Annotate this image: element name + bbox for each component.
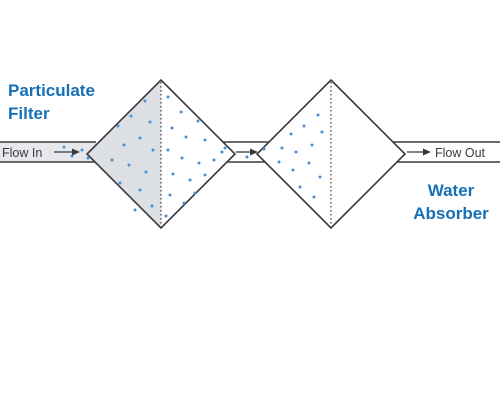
absorber-right-half xyxy=(331,80,405,228)
filter-label-line2: Filter xyxy=(8,104,50,123)
particle-dot xyxy=(245,155,249,159)
particle-dot xyxy=(129,114,133,118)
water-absorber xyxy=(255,78,407,230)
particle-dot xyxy=(86,156,90,160)
particle-dot xyxy=(118,181,122,185)
particle-dot xyxy=(203,138,207,142)
particle-dot xyxy=(138,188,142,192)
filter-left-half xyxy=(87,80,161,228)
particle-dot xyxy=(212,158,216,162)
flow-in-label: Flow In xyxy=(2,146,42,160)
particle-dot xyxy=(320,130,324,134)
particle-dot xyxy=(318,175,322,179)
particle-dot xyxy=(179,110,183,114)
particle-dot xyxy=(180,156,184,160)
particle-dot xyxy=(203,173,207,177)
absorber-label-line2: Absorber xyxy=(413,204,489,223)
filter-outline xyxy=(85,78,237,230)
filter-right-half xyxy=(161,80,235,228)
filter-label-line1: Particulate xyxy=(8,81,95,100)
particle-dot xyxy=(171,172,175,176)
particulate-filter xyxy=(85,78,237,230)
particle-dot xyxy=(312,195,316,199)
particle-dot xyxy=(166,148,170,152)
particle-dot xyxy=(291,168,295,172)
particle-dot xyxy=(310,143,314,147)
particle-dot xyxy=(110,158,114,162)
particle-dot xyxy=(182,201,186,205)
particle-dot xyxy=(80,148,84,152)
particle-dot xyxy=(184,135,188,139)
particle-dot xyxy=(298,185,302,189)
absorber-left-half xyxy=(257,80,331,228)
particle-dot xyxy=(151,148,155,152)
particle-dot xyxy=(168,193,172,197)
particle-dot xyxy=(188,178,192,182)
particle-dot xyxy=(148,120,152,124)
particle-dot xyxy=(144,170,148,174)
particle-dot xyxy=(302,124,306,128)
particle-dot xyxy=(166,95,170,99)
particle-dot xyxy=(143,99,147,103)
particle-dot xyxy=(70,154,74,158)
particle-dot xyxy=(262,147,266,151)
absorber-outline xyxy=(255,78,407,230)
particle-dot xyxy=(193,191,197,195)
particle-dot xyxy=(280,146,284,150)
particle-dot xyxy=(133,208,137,212)
particle-dot xyxy=(220,150,224,154)
particle-dot xyxy=(294,150,298,154)
particle-dot xyxy=(150,204,154,208)
absorber-label-line1: Water xyxy=(428,181,475,200)
particle-dot xyxy=(289,132,293,136)
particle-dot xyxy=(197,161,201,165)
particles xyxy=(62,95,324,218)
particle-dot xyxy=(122,143,126,147)
particle-dot xyxy=(127,163,131,167)
particle-dot xyxy=(307,161,311,165)
particle-dot xyxy=(164,214,168,218)
particle-dot xyxy=(223,146,227,150)
flow-out-label: Flow Out xyxy=(435,146,486,160)
particle-dot xyxy=(277,160,281,164)
particle-dot xyxy=(138,136,142,140)
particle-dot xyxy=(316,113,320,117)
particle-dot xyxy=(116,124,120,128)
right-arrow-icon xyxy=(236,148,258,156)
right-arrow-icon xyxy=(54,148,80,156)
right-arrow-icon xyxy=(407,148,431,156)
particle-dot xyxy=(196,119,200,123)
particle-dot xyxy=(62,145,66,149)
particle-dot xyxy=(170,126,174,130)
